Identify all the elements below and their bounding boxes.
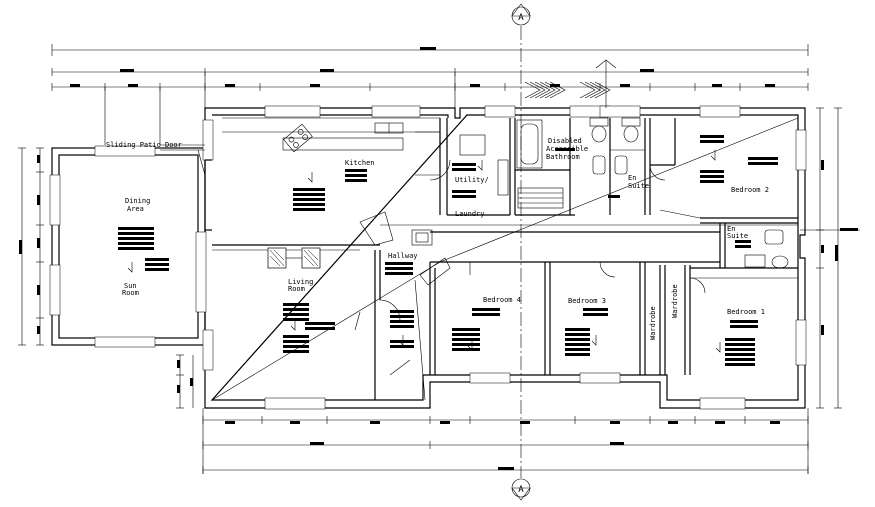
stove xyxy=(283,123,313,153)
label-bedroom-1: Bedroom 1 xyxy=(727,308,765,316)
label-laundry: Laundry xyxy=(455,210,485,218)
room-labels: Sliding Patio Door Kitchen Dining Area S… xyxy=(106,137,769,340)
label-living: Living xyxy=(288,278,313,286)
dimension-lines xyxy=(18,44,860,474)
diagonal-lines xyxy=(211,117,799,401)
toilet-2 xyxy=(621,117,641,143)
interior-walls xyxy=(160,59,798,401)
label-bedroom-4: Bedroom 4 xyxy=(483,296,521,304)
section-label-top: A xyxy=(518,13,524,23)
label-wardrobe-2: Wardrobe xyxy=(671,284,679,318)
label-sliding-patio-door: Sliding Patio Door xyxy=(106,141,182,149)
label-bedroom-2: Bedroom 2 xyxy=(731,186,769,194)
label-area: Area xyxy=(127,205,144,213)
label-living-room: Room xyxy=(288,285,305,293)
washbasin-1 xyxy=(592,155,606,175)
label-en-suite-a-1: En xyxy=(628,174,636,182)
exterior-walls xyxy=(49,105,807,410)
label-wardrobe-1: Wardrobe xyxy=(649,306,657,340)
toilet-3 xyxy=(771,255,789,269)
label-sun: Sun xyxy=(124,282,137,290)
toilet-1 xyxy=(589,117,609,143)
label-bathroom: Bathroom xyxy=(546,153,580,161)
label-utility: Utility/ xyxy=(455,176,489,184)
washbasin-2 xyxy=(614,155,628,175)
room-arrows xyxy=(127,150,721,353)
label-accessible: Accessible xyxy=(546,145,588,153)
washbasin-3 xyxy=(764,229,784,245)
label-hallway: Hallway xyxy=(388,252,418,260)
label-en-suite-b-1: En xyxy=(727,225,735,233)
label-disabled: Disabled xyxy=(548,137,582,145)
section-label-bottom: A xyxy=(518,485,524,495)
label-en-suite-a-2: Suite xyxy=(628,182,649,190)
label-bedroom-3: Bedroom 3 xyxy=(568,297,606,305)
label-dining: Dining xyxy=(125,197,150,205)
label-sun-room: Room xyxy=(122,289,139,297)
annotation-blocks xyxy=(118,135,778,366)
section-line: A A xyxy=(511,3,531,501)
label-en-suite-b-2: Suite xyxy=(727,232,748,240)
bathtub xyxy=(520,123,539,165)
label-kitchen: Kitchen xyxy=(345,159,375,167)
